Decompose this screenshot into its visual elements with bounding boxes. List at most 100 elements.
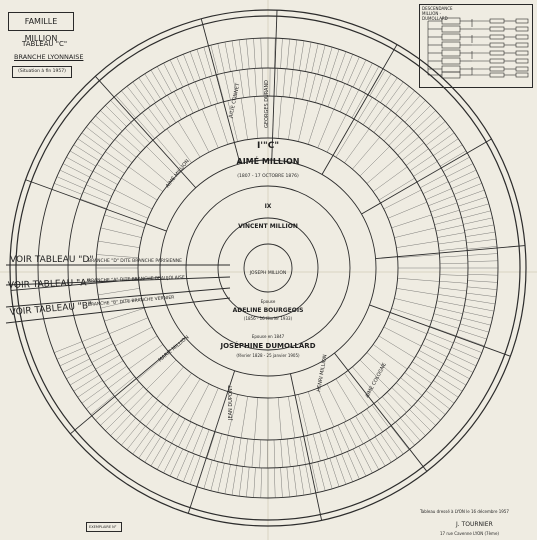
ring-entry-line xyxy=(409,105,431,127)
ring-entry-line xyxy=(274,38,276,69)
ring-entry-line xyxy=(388,125,409,146)
ring-entry-line xyxy=(352,366,380,399)
legend-tree-box xyxy=(441,65,461,73)
ring-entry-line xyxy=(227,394,238,436)
ring-entry-line xyxy=(209,76,218,104)
ring-entry-line xyxy=(224,464,231,494)
ring-entry-line xyxy=(344,128,370,163)
ring-entry-line xyxy=(427,332,454,344)
ring-entry-line xyxy=(440,369,467,386)
ring-entry-line xyxy=(383,120,403,142)
ring-entry-line xyxy=(166,128,192,163)
sector-divider-10 xyxy=(25,179,167,232)
ring-entry-line xyxy=(453,341,482,353)
ring-entry-line xyxy=(216,74,225,102)
ring-entry-line xyxy=(66,157,93,172)
ring-entry-line xyxy=(144,73,161,100)
ring-entry-line xyxy=(421,121,446,141)
sector-divider-0 xyxy=(271,10,278,161)
legend-tree-box xyxy=(489,66,505,72)
ring-entry-line xyxy=(104,308,145,322)
ring-entry-line xyxy=(378,177,415,201)
descendance-legend: DESCENDANCE MILLION - DUMOLLARD xyxy=(419,4,533,88)
ring-entry-line xyxy=(448,169,477,184)
ring-entry-line xyxy=(100,404,123,426)
ring-entry-line xyxy=(298,100,309,142)
ring-entry-line xyxy=(114,326,153,347)
ring-name-4: MARIE MILLION xyxy=(157,334,190,363)
ring-entry-line xyxy=(189,51,201,80)
ring-entry-line xyxy=(73,375,100,392)
ring-entry-line xyxy=(152,408,169,432)
ring-entry-line xyxy=(112,376,135,395)
sector-divider-5 xyxy=(334,352,428,472)
ring-entry-line xyxy=(160,99,176,123)
ring-entry-line xyxy=(154,103,171,127)
ring-entry-line xyxy=(280,38,283,69)
ring-entry-line xyxy=(434,217,462,225)
sector-divider-1 xyxy=(321,44,398,175)
ring-entry-line xyxy=(196,49,207,78)
ring-entry-line xyxy=(347,451,360,480)
ring-entry-line xyxy=(86,126,111,146)
ring-entry-line xyxy=(183,54,195,83)
ring-entry-line xyxy=(423,181,449,194)
ring-entry-line xyxy=(393,130,414,151)
ring-entry-line xyxy=(56,176,85,189)
ring-entry-line xyxy=(260,467,262,498)
ring-entry-line xyxy=(305,464,312,494)
ring-entry-line xyxy=(325,429,336,457)
ring-entry-line xyxy=(221,435,229,463)
ring-entry-line xyxy=(254,397,258,440)
ring-entry-line xyxy=(295,70,301,99)
ring-entry-line xyxy=(108,371,131,389)
ring-entry-line xyxy=(292,466,298,497)
ring-entry-line xyxy=(73,144,100,161)
ring-entry-line xyxy=(90,395,115,415)
generation-ring-0 xyxy=(243,243,293,293)
ring-entry-line xyxy=(128,344,163,370)
ring-entry-line xyxy=(417,115,441,136)
generation-mid-label: IX xyxy=(265,203,272,210)
ring-entry-line xyxy=(169,448,184,477)
ring-entry-line xyxy=(463,311,493,319)
ring-entry-line xyxy=(373,166,408,192)
ring-entry-line xyxy=(416,167,442,183)
ring-entry-line xyxy=(185,424,198,451)
ring-entry-line xyxy=(378,335,415,359)
legend-tree xyxy=(427,17,529,79)
ring-entry-line xyxy=(196,458,207,487)
ring-entry-line xyxy=(326,383,347,422)
ring-entry-line xyxy=(401,142,424,161)
ring-entry-line xyxy=(276,68,278,97)
ring-entry-line xyxy=(343,422,357,448)
ring-entry-line xyxy=(192,427,204,454)
ring-entry-line xyxy=(417,400,441,421)
ring-entry-line xyxy=(286,467,290,497)
ring-entry-line xyxy=(317,461,326,491)
ring-entry-line xyxy=(421,344,448,358)
sector-divider-9 xyxy=(10,276,161,291)
ring-entry-line xyxy=(467,253,498,256)
ring-entry-line xyxy=(128,166,163,192)
ring-entry-line xyxy=(429,385,455,404)
ring-entry-line xyxy=(62,358,90,373)
ring-entry-line xyxy=(231,71,238,99)
ring-entry-line xyxy=(156,366,184,399)
ring-entry-line xyxy=(299,40,305,71)
ring-entry-line xyxy=(300,436,306,465)
ring-entry-line xyxy=(246,467,250,497)
ring-entry-line xyxy=(460,323,489,333)
generation-ring-8 xyxy=(15,15,521,521)
ring-entry-line xyxy=(448,352,477,367)
ring-entry-line xyxy=(141,112,160,135)
ring-entry-line xyxy=(173,91,188,117)
ring-entry-line xyxy=(121,335,158,359)
ring-entry-line xyxy=(280,439,283,468)
ring-entry-line xyxy=(54,183,83,195)
ring-entry-line xyxy=(464,305,494,312)
legend-tree-box xyxy=(515,66,529,72)
spouse-1-dates: (1856 - 16 février 1933) xyxy=(244,316,293,321)
ring-entry-line xyxy=(103,366,127,383)
